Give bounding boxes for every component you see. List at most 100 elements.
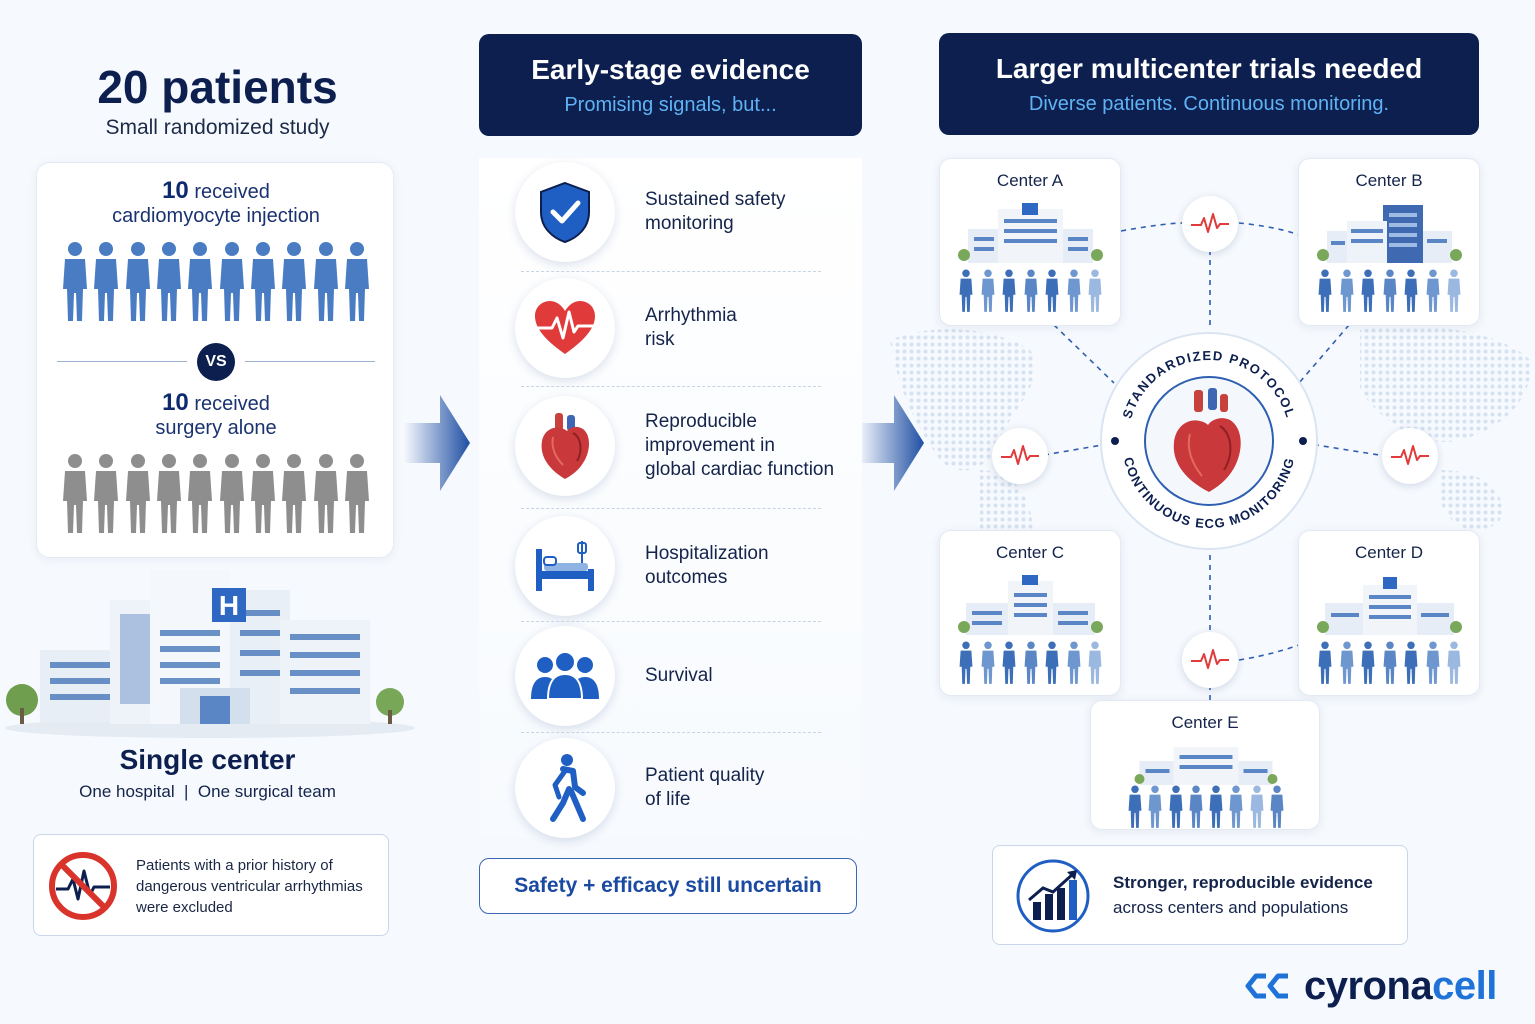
group-b-people — [61, 453, 371, 535]
group-a-label-line1: received — [194, 181, 270, 203]
early-evidence-subtitle: Promising signals, but... — [564, 94, 777, 116]
person-icon — [1045, 269, 1059, 312]
endpoint-label: Sustained safety monitoring — [645, 189, 786, 234]
arrow-right-icon — [858, 395, 924, 491]
person-icon — [125, 454, 150, 533]
person-icon — [313, 242, 338, 321]
endpoint-divider — [521, 271, 821, 272]
single-hospital-illustration: H — [5, 570, 415, 738]
multicenter-subtitle: Diverse patients. Continuous monitoring. — [1028, 93, 1390, 115]
endpoint-label: Patient quality of life — [645, 765, 765, 810]
center-c-card: Center C — [939, 530, 1121, 696]
person-icon — [1088, 269, 1102, 312]
person-icon — [1340, 269, 1353, 312]
anatomical-heart-icon — [1173, 388, 1241, 492]
person-icon — [1024, 641, 1037, 684]
study-subtitle: Small randomized study — [105, 116, 330, 139]
center-e-card: Center E — [1090, 700, 1320, 830]
endpoint-divider — [521, 508, 821, 509]
center-name: Center A — [996, 171, 1064, 190]
early-evidence-header: Early-stage evidence Promising signals, … — [479, 34, 862, 136]
center-b-card: Center B — [1298, 158, 1480, 326]
endpoint-hospitalization: Hospitalization outcomes — [479, 516, 862, 616]
ecg-monitor-icon — [992, 428, 1048, 484]
person-icon — [282, 242, 307, 321]
person-icon — [1229, 785, 1243, 828]
person-icon — [1088, 641, 1102, 684]
svg-text:H: H — [219, 590, 239, 621]
person-icon — [1383, 269, 1396, 312]
center-patients — [958, 269, 1103, 313]
exclusion-criteria-card: Patients with a prior history of dangero… — [33, 834, 389, 936]
endpoint-divider — [521, 732, 821, 733]
anatomical-heart-icon — [515, 396, 615, 496]
person-icon — [94, 454, 119, 533]
cyronacell-logo: cyronacell — [1244, 962, 1514, 1010]
group-a-people — [61, 241, 371, 323]
center-patients — [958, 641, 1103, 685]
person-icon — [1067, 269, 1080, 312]
center-a-card: Center A — [939, 158, 1121, 326]
group-b-label: 10 received surgery alone — [37, 391, 395, 440]
person-icon — [1189, 785, 1203, 828]
endpoint-safety: Sustained safety monitoring — [479, 162, 862, 262]
person-icon — [1148, 785, 1162, 828]
walking-person-icon — [515, 738, 615, 838]
person-icon — [1447, 269, 1461, 312]
person-icon — [1447, 641, 1461, 684]
patients-count-title: 20 patients — [97, 61, 338, 113]
person-icon — [959, 269, 973, 312]
person-icon — [219, 242, 244, 321]
center-name: Center C — [995, 543, 1065, 562]
group-b-count: 10 — [162, 389, 189, 416]
endpoint-divider — [521, 621, 821, 622]
person-icon — [188, 242, 213, 321]
center-patients — [1317, 269, 1462, 313]
person-icon — [94, 242, 119, 321]
person-icon — [1002, 269, 1016, 312]
center-name: Center E — [1171, 713, 1239, 732]
person-icon — [1383, 641, 1396, 684]
logo-text-b: cell — [1432, 963, 1497, 1008]
center-name: Center D — [1354, 543, 1424, 562]
center-name: Center B — [1355, 171, 1423, 190]
single-center-title: Single center — [119, 744, 296, 775]
person-icon — [63, 242, 87, 321]
endpoint-label: Reproducible improvement in global cardi… — [645, 411, 835, 480]
person-icon — [1250, 785, 1264, 828]
uncertain-endpoints-panel: Sustained safety monitoring Arrhythmia r… — [479, 158, 862, 838]
logo-mark-icon — [1245, 973, 1288, 999]
logo-text: cyronacell — [1304, 964, 1497, 1009]
center-d-card: Center D — [1298, 530, 1480, 696]
person-icon — [1340, 641, 1353, 684]
person-icon — [1024, 269, 1037, 312]
evidence-text: Stronger, reproducible evidence across c… — [1113, 870, 1403, 920]
vs-badge: VS — [197, 343, 235, 381]
divider-right — [245, 361, 375, 362]
person-icon — [156, 242, 181, 321]
endpoint-label: Arrhythmia risk — [645, 305, 737, 350]
uncertain-conclusion-box: Safety + efficacy still uncertain — [479, 858, 857, 914]
ecg-monitor-icon — [1182, 196, 1238, 252]
hospital-building-icon — [1317, 577, 1462, 635]
early-evidence-title: Early-stage evidence — [531, 54, 810, 85]
person-icon — [313, 454, 338, 533]
person-icon — [1270, 785, 1284, 828]
person-icon — [156, 454, 181, 533]
person-icon — [981, 269, 994, 312]
person-icon — [125, 242, 150, 321]
center-patients — [1317, 641, 1462, 685]
hospital-bed-icon — [515, 516, 615, 616]
person-icon — [1404, 641, 1418, 684]
endpoint-divider — [521, 386, 821, 387]
person-icon — [188, 454, 213, 533]
person-icon — [1426, 641, 1439, 684]
arrow-right-icon — [404, 395, 470, 491]
ecg-monitor-icon — [1182, 632, 1238, 688]
evidence-conclusion-box: Stronger, reproducible evidence across c… — [992, 845, 1408, 945]
person-icon — [219, 454, 244, 533]
group-b-label-line2: surgery alone — [155, 417, 277, 439]
group-a-label-line2: cardiomyocyte injection — [112, 205, 320, 227]
person-icon — [250, 242, 275, 321]
growth-chart-icon — [1016, 859, 1090, 933]
